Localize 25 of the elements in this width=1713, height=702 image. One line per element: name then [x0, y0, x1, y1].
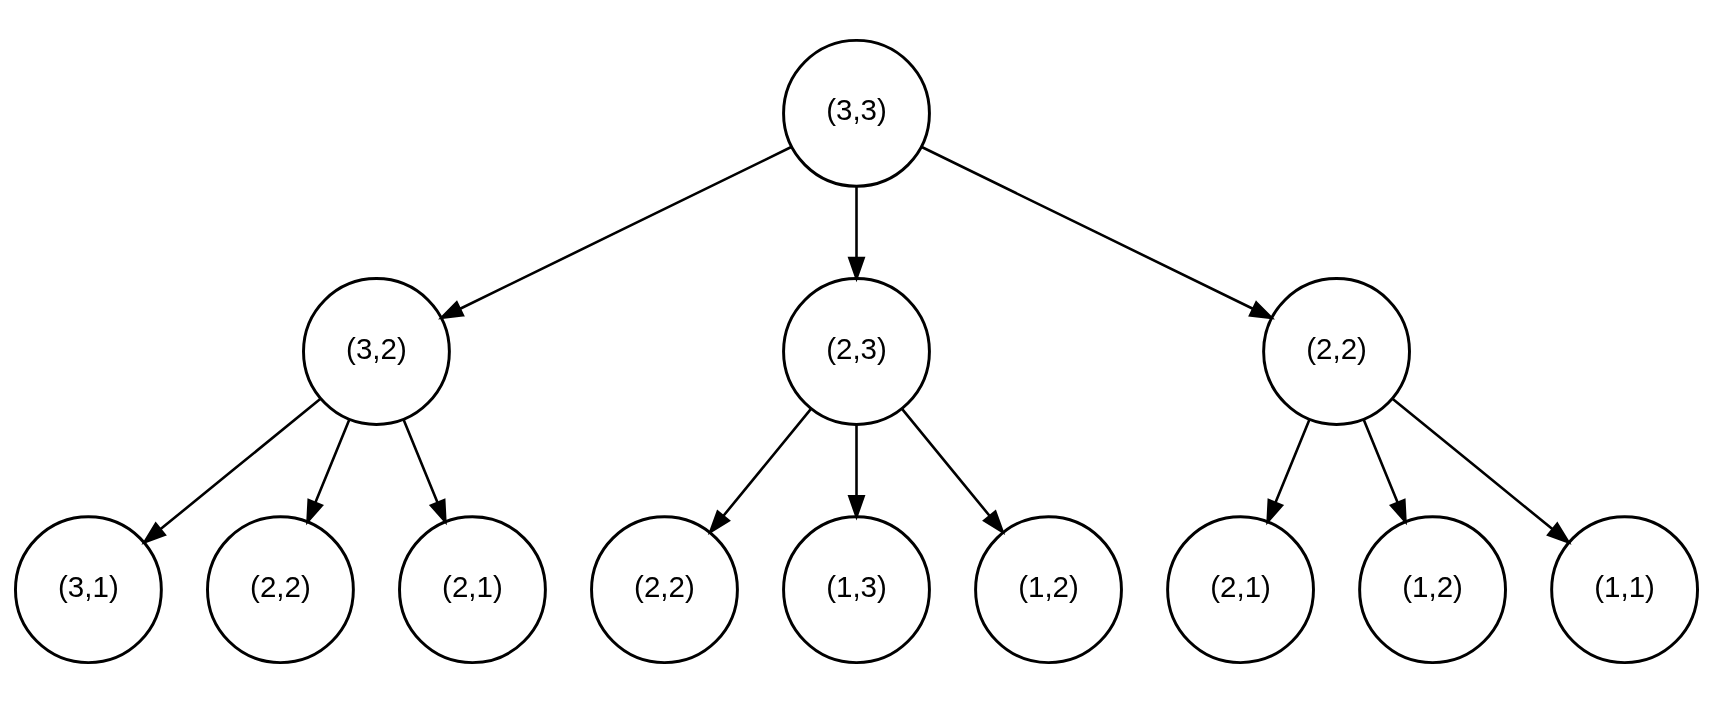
arrow — [847, 186, 866, 282]
arrow — [901, 407, 1006, 535]
node-circle: (1,2) — [1358, 514, 1507, 664]
arrow — [438, 145, 792, 320]
arrow — [847, 424, 866, 521]
node-circle: (3,2) — [302, 276, 451, 426]
arrow — [1266, 418, 1311, 525]
node-circle: (2,2) — [590, 514, 739, 664]
arrow — [707, 407, 812, 535]
arrow — [1391, 397, 1572, 545]
node-circle: (3,3) — [782, 38, 931, 188]
node-circle: (3,1) — [14, 514, 163, 664]
node-circle: (2,1) — [1166, 514, 1315, 664]
node-circle: (2,3) — [782, 276, 931, 426]
node-circle: (2,2) — [206, 514, 355, 664]
arrow — [921, 145, 1275, 320]
node-circle: (1,3) — [782, 514, 931, 664]
node-circle: (1,1) — [1550, 514, 1699, 664]
arrow — [141, 397, 322, 545]
arrow — [1362, 418, 1407, 525]
arrow — [306, 418, 351, 525]
arrow — [402, 418, 447, 525]
node-circle: (1,2) — [974, 514, 1123, 664]
node-circle: (2,1) — [398, 514, 547, 664]
node-circle: (2,2) — [1262, 276, 1411, 426]
